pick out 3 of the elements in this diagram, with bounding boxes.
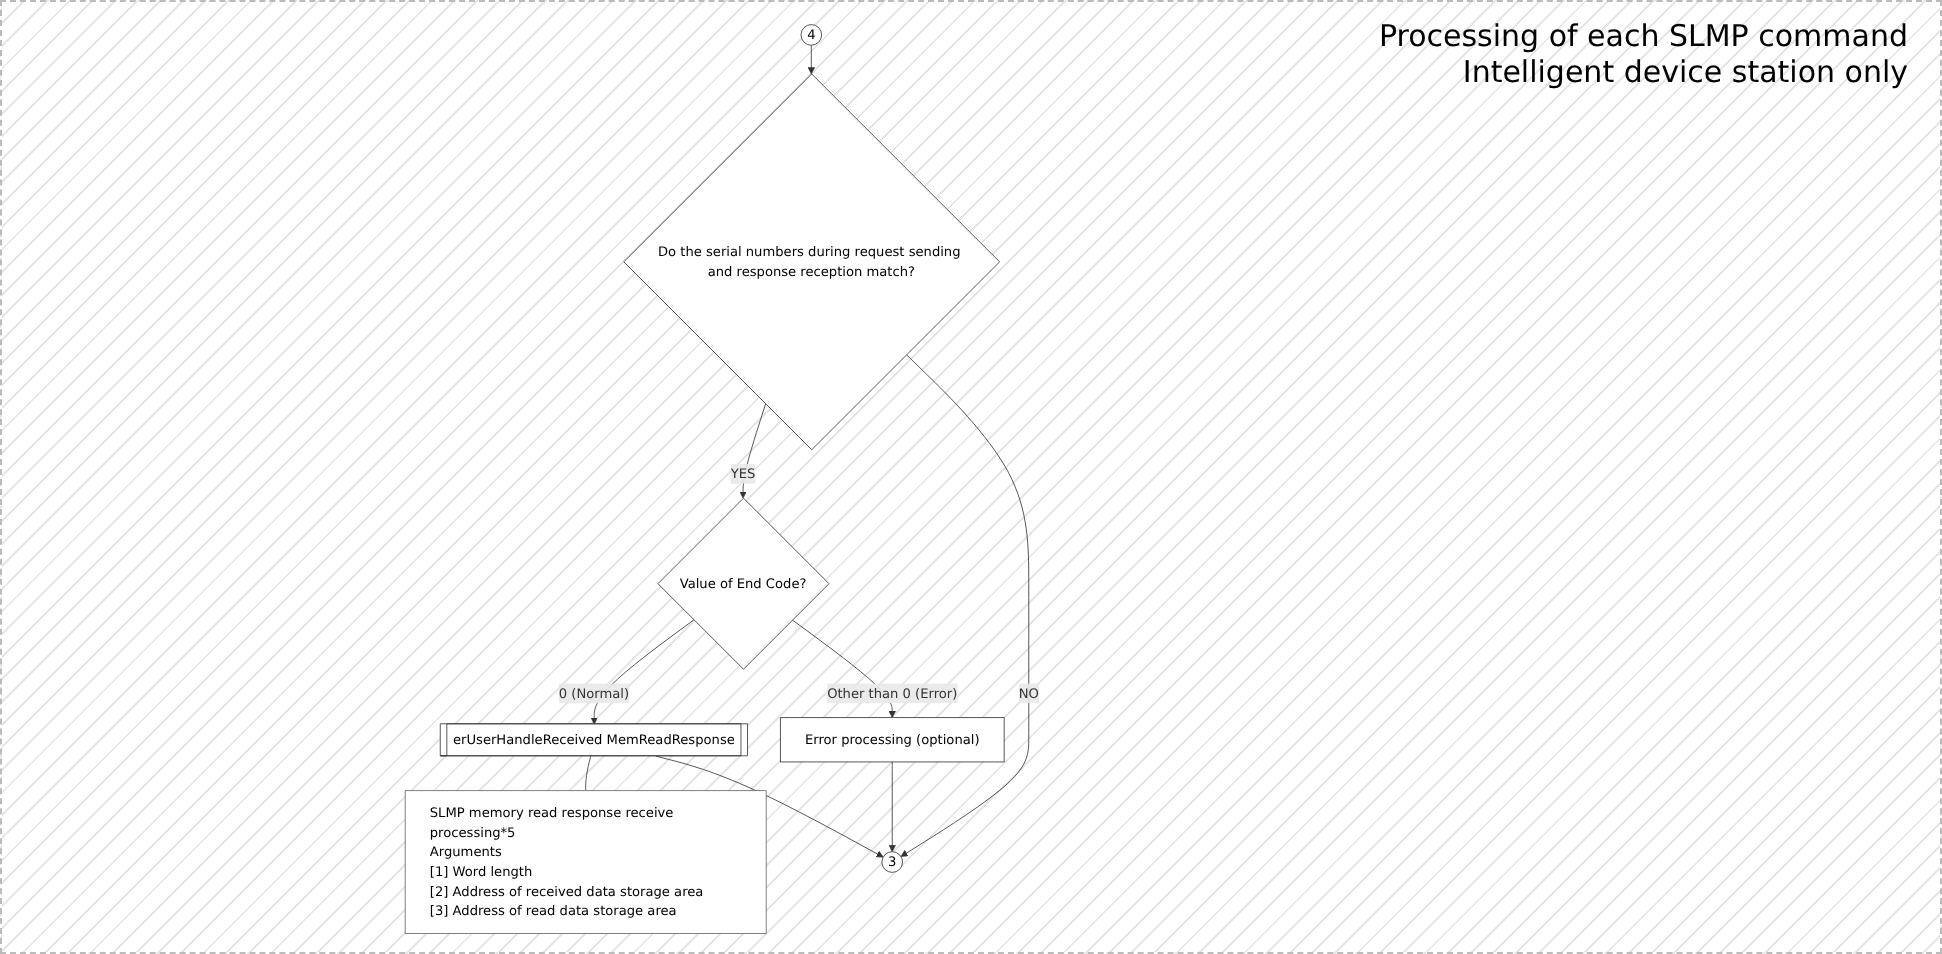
connector [585, 755, 592, 792]
note-text: Processing of each SLMP command [1378, 18, 1908, 54]
note-text: Intelligent device station only [1460, 54, 1908, 90]
